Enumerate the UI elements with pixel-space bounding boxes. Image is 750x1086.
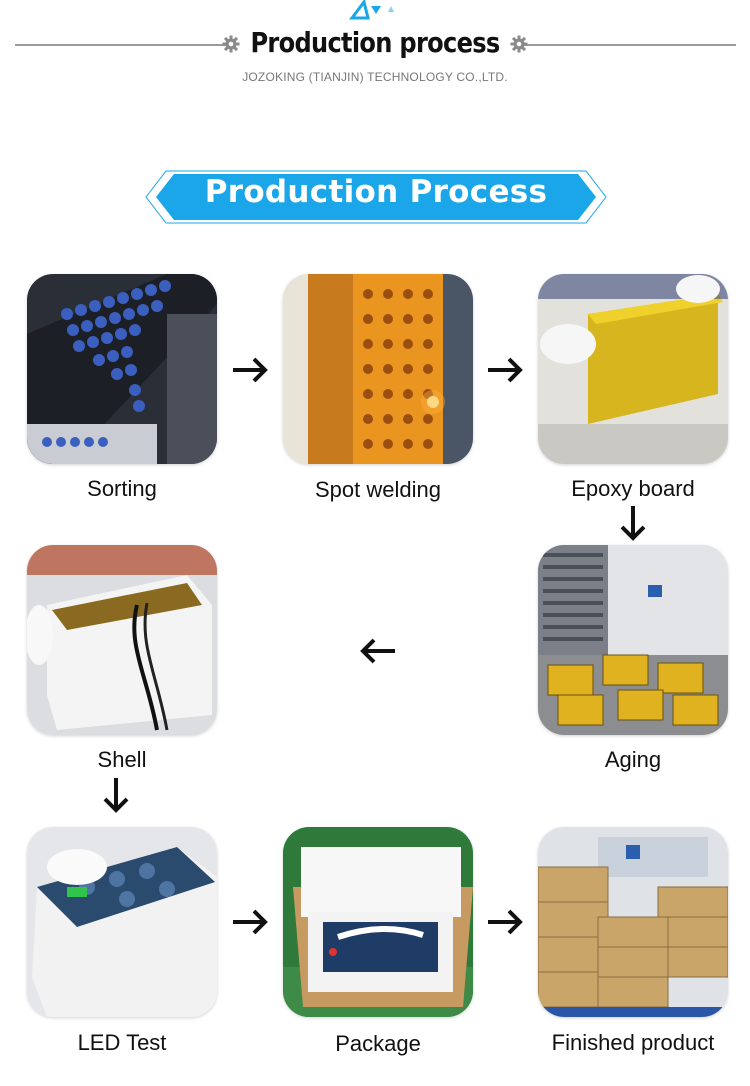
gear-icon	[222, 35, 240, 53]
company-name: JOZOKING (TIANJIN) TECHNOLOGY CO.,LTD.	[242, 70, 508, 84]
section-banner	[144, 170, 608, 224]
step-package-image	[283, 827, 473, 1017]
header-divider-right	[524, 44, 736, 46]
step-finished-product-image	[538, 827, 728, 1017]
step-led-test-label: LED Test	[77, 1030, 167, 1055]
banner-title: Production Process	[204, 174, 548, 210]
page-title: Production process	[250, 26, 500, 59]
arrow-down-icon	[96, 775, 136, 815]
step-package-label: Package	[335, 1031, 421, 1056]
step-epoxy-board-label: Epoxy board	[571, 476, 695, 501]
arrow-right-icon	[485, 902, 525, 942]
step-sorting-label: Sorting	[87, 476, 157, 501]
step-shell-image	[27, 545, 217, 735]
arrow-right-icon	[230, 350, 270, 390]
step-aging-image	[538, 545, 728, 735]
step-aging-label: Aging	[604, 747, 662, 772]
arrow-right-icon	[230, 902, 270, 942]
logo-icon	[348, 0, 402, 22]
step-epoxy-board-image	[538, 274, 728, 464]
header-divider-left	[15, 44, 227, 46]
arrow-right-icon	[485, 350, 525, 390]
gear-icon	[510, 35, 528, 53]
arrow-down-icon	[613, 503, 653, 543]
step-sorting-image	[27, 274, 217, 464]
arrow-left-icon	[358, 631, 398, 671]
step-finished-product-label: Finished product	[551, 1030, 715, 1055]
step-shell-label: Shell	[97, 747, 147, 772]
step-spot-welding-image	[283, 274, 473, 464]
step-spot-welding-label: Spot welding	[315, 477, 441, 502]
step-led-test-image	[27, 827, 217, 1017]
